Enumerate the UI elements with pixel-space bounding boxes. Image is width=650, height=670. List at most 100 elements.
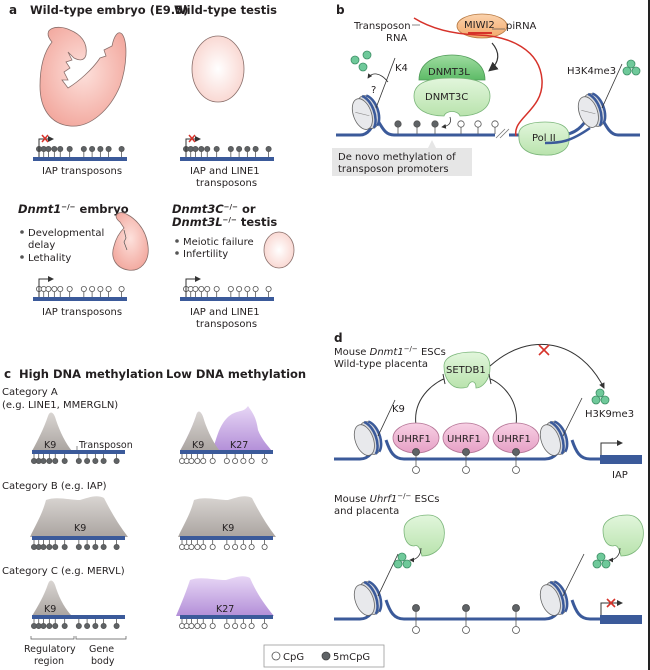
break-mark [495, 128, 506, 139]
regulatory-label-2: region [34, 656, 64, 667]
k27-label: K27 [216, 604, 234, 615]
cpg-dot [512, 466, 520, 474]
d-bottom-line-2: and placenta [334, 506, 399, 517]
mcpg-dot [244, 145, 251, 152]
k9-peak [32, 580, 72, 616]
pol2-protein [518, 121, 570, 156]
mcpg-dot [462, 448, 470, 456]
h3k9me3-marks-icon [591, 388, 610, 405]
dna-bar [180, 157, 274, 161]
mcpg-dot [80, 145, 87, 152]
cpg-dot [209, 544, 216, 551]
cpg-dot [223, 623, 230, 630]
dna-bar [32, 536, 125, 540]
bullet-icon [175, 251, 179, 255]
cpg-dot [89, 285, 96, 292]
cpg-dot [209, 623, 216, 630]
bullet-icon [20, 230, 24, 234]
mcpg-dot [118, 145, 125, 152]
mcpg-dot [192, 145, 199, 152]
d-top-line-2: Wild-type placenta [334, 359, 428, 370]
methyl-marks-released-icon [350, 50, 372, 72]
ko-embryo-suffix: embryo [76, 202, 129, 216]
wt-testis-title: Wild-type testis [174, 3, 277, 17]
ko-testis-title-1: Dnmt3C−/− or [172, 202, 256, 216]
mcpg-dot [113, 623, 120, 630]
mcpg-dot [100, 457, 107, 464]
nucleosome-d-bottom-left [353, 580, 383, 616]
ko-testis-locus [180, 276, 274, 301]
mcpg-dot [45, 145, 52, 152]
ko-testis-or: or [238, 202, 256, 216]
k9-label: K9 [222, 523, 234, 534]
region-brackets [30, 636, 127, 640]
low-methylation-title: Low DNA methylation [166, 367, 306, 381]
wt-embryo-locus-label: IAP transposons [42, 166, 122, 177]
ko-testis-bullet-2: Infertility [183, 249, 228, 260]
cpg-dot [232, 544, 239, 551]
regulatory-label-1: Regulatory [24, 644, 76, 655]
cpg-dot [213, 285, 220, 292]
iap-tss-arrow-bottom [600, 600, 623, 615]
miwi2-label: MIWI2 [464, 20, 495, 31]
mcpg-dot [75, 544, 82, 551]
cpg-dot [248, 457, 255, 464]
cpg-dot [248, 544, 255, 551]
setdb1-unbound-left [403, 514, 445, 557]
wt-embryo-icon [39, 26, 127, 127]
histone-tail-k9 [377, 399, 396, 437]
histone-tail-k4 [375, 57, 396, 109]
nucleosome-d-bottom-right [539, 580, 569, 616]
high-methylation-title: High DNA methylation [19, 367, 163, 381]
locus-cat-a-high [30, 450, 125, 464]
mcpg-dot [105, 145, 112, 152]
k9-label-d: K9 [392, 404, 405, 415]
cpg-dot [200, 457, 207, 464]
k27-label: K27 [230, 440, 248, 451]
iap-gene-box-bottom [600, 615, 642, 624]
mcpg-dot [252, 145, 259, 152]
cpg-dot [66, 285, 73, 292]
mcpg-dot [46, 457, 53, 464]
dna-bar [180, 297, 274, 301]
mcpg-dot [46, 623, 53, 630]
gene-body-label-2: body [91, 656, 115, 667]
mcpg-dot [57, 145, 64, 152]
setdb1-protein [443, 351, 491, 389]
k9-peak [178, 496, 276, 537]
transposon-rna-label-1: Transposon [353, 21, 411, 32]
cpg-dot [223, 457, 230, 464]
category-a-examples: (e.g. LINE1, MMERGLN) [2, 400, 118, 411]
mcpg-dot [40, 544, 47, 551]
mcpg-dot [92, 457, 99, 464]
x-mark [188, 134, 196, 143]
wt-embryo-title: Wild-type embryo (E9.5) [30, 3, 188, 17]
cpg-dot [188, 457, 195, 464]
ko-testis-gene-1: Dnmt3C [172, 202, 224, 216]
ko-testis-icon [263, 231, 295, 269]
gene-body-label-1: Gene [89, 644, 114, 655]
ko-testis-bullet-1: Meiotic failure [183, 237, 254, 248]
wt-testis-locus-label-1: IAP and LINE1 [190, 166, 260, 177]
mcpg-dot [512, 448, 520, 456]
uhrf1-label: UHRF1 [397, 434, 431, 445]
mcpg-dot [52, 544, 59, 551]
mcpg-dot [412, 604, 420, 612]
ko-embryo-bullet-2: Lethality [28, 253, 71, 264]
ko-testis-gene-2: Dnmt3L [172, 215, 223, 229]
panel-d: d Mouse Dnmt1−/− ESCs Wild-type placenta… [334, 331, 644, 634]
cpg-dot [209, 457, 216, 464]
panel-d-label: d [334, 331, 343, 345]
cpg-dot [244, 285, 251, 292]
mcpg-dot [75, 623, 82, 630]
dna-bar [33, 297, 127, 301]
mcpg-dot [84, 623, 91, 630]
mcpg-dot [431, 120, 439, 128]
mcpg-dot [40, 457, 47, 464]
cpg-dot [248, 623, 255, 630]
cpg-dot [232, 623, 239, 630]
uhrf1-label: UHRF1 [497, 434, 531, 445]
iap-gene-box [600, 455, 642, 464]
